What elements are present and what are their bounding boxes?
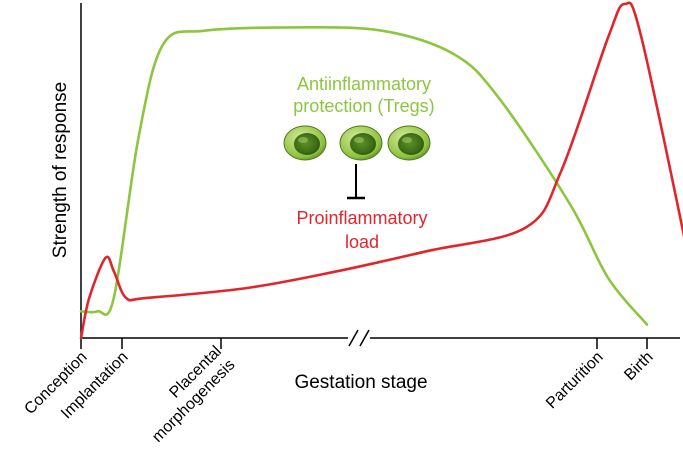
load-label-line-2: load <box>345 232 379 252</box>
treg-cells <box>283 125 431 161</box>
protection-label-line-2: protection (Tregs) <box>293 96 434 116</box>
axes <box>80 3 680 347</box>
antiinflammatory-series-line <box>79 25 649 326</box>
x-tick-label: Parturition <box>543 349 607 413</box>
x-axis-title: Gestation stage <box>294 372 427 393</box>
y-axis-title: Strength of response <box>50 82 71 258</box>
load-label-line-1: Proinflammatory <box>296 208 427 228</box>
load-annotation: Proinflammatory load <box>296 208 427 252</box>
x-tick-label: Birth <box>621 349 656 384</box>
protection-label-line-1: Antiinflammatory <box>297 74 431 94</box>
treg-cell-icon <box>387 125 431 161</box>
protection-annotation: Antiinflammatory protection (Tregs) <box>293 74 434 116</box>
treg-cell-icon <box>339 125 383 161</box>
x-tick-label: Placentalmorphogenesis <box>136 343 239 446</box>
series-group <box>79 1 683 340</box>
treg-cell-icon <box>283 125 327 161</box>
x-axis-break <box>348 329 370 347</box>
proinflammatory-series-line <box>79 1 683 340</box>
inhibition-arrow <box>347 164 365 200</box>
